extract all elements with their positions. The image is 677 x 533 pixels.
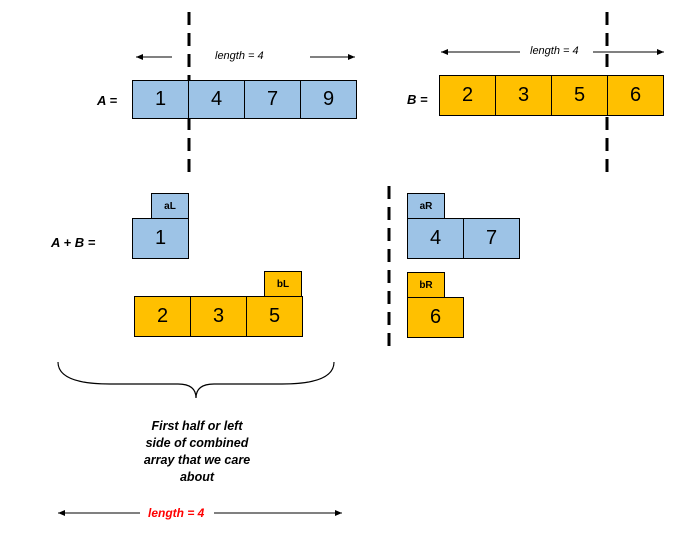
array-b-cell: 6 (607, 75, 664, 116)
array-a-cell: 1 (132, 80, 189, 119)
ar-tag: aR (407, 193, 445, 219)
ar-cell: 7 (463, 218, 520, 259)
array-b-cell: 3 (495, 75, 552, 116)
array-b-cell: 2 (439, 75, 496, 116)
caption: First half or left side of combined arra… (115, 418, 279, 486)
bottom-length-label: length = 4 (148, 506, 205, 520)
al-cell: 1 (132, 218, 189, 259)
bl-tag: bL (264, 271, 302, 297)
al-tag: aL (151, 193, 189, 219)
br-tag: bR (407, 272, 445, 298)
bl-cell: 5 (246, 296, 303, 337)
array-a-cell: 4 (188, 80, 245, 119)
bl-cell: 2 (134, 296, 191, 337)
array-a-cell: 7 (244, 80, 301, 119)
array-a-length-label: length = 4 (215, 50, 264, 62)
array-a-label: A = (97, 93, 118, 108)
bl-cell: 3 (190, 296, 247, 337)
curly-brace (57, 361, 335, 399)
array-b-label: B = (407, 92, 428, 107)
array-a-cell: 9 (300, 80, 357, 119)
ar-cell: 4 (407, 218, 464, 259)
combined-label: A + B = (51, 235, 96, 250)
caption-line: array that we care (143, 453, 251, 467)
caption-line: First half or left (151, 419, 243, 433)
array-b-cell: 5 (551, 75, 608, 116)
caption-line: about (179, 470, 215, 484)
array-b-length-label: length = 4 (530, 45, 579, 57)
br-cell: 6 (407, 297, 464, 338)
caption-line: side of combined (145, 436, 249, 450)
